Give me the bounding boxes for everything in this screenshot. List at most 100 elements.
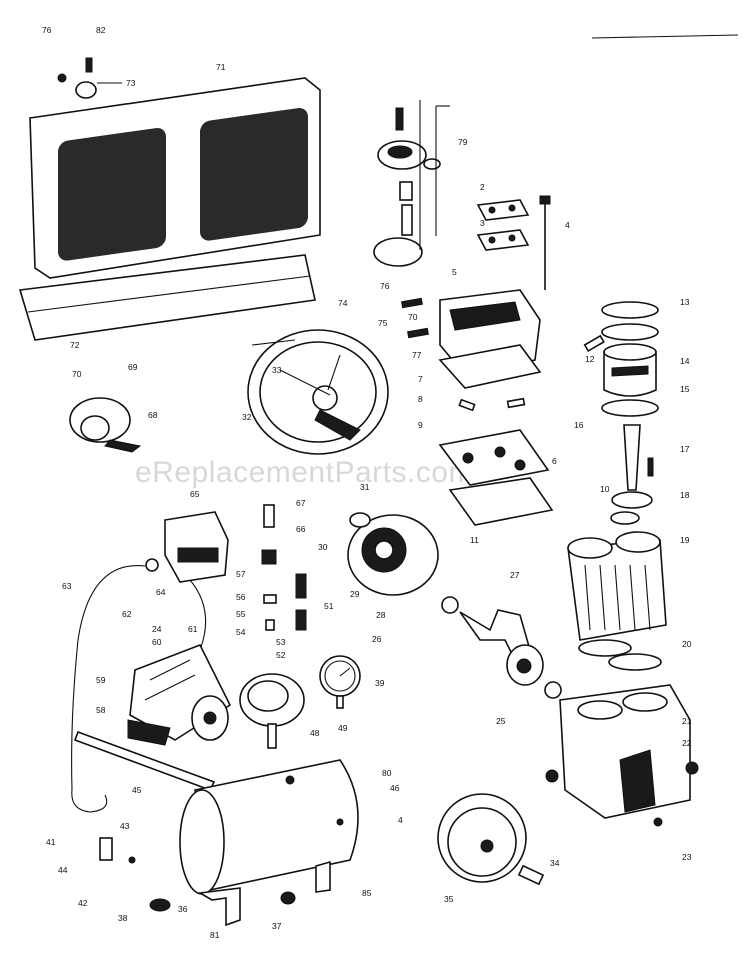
callout-label-13: 13 (680, 297, 690, 307)
crankcase (545, 684, 699, 827)
callout-label-19: 19 (680, 535, 690, 545)
callout-label-57: 57 (236, 569, 246, 579)
pressure-gauge (319, 655, 361, 709)
air-filter (239, 673, 305, 749)
belt-guard (29, 77, 321, 279)
callout-label-51: 51 (324, 601, 334, 611)
callout-label-56: 56 (236, 592, 246, 602)
callout-label-41: 41 (46, 837, 56, 847)
callout-label-67: 67 (296, 498, 306, 508)
callout-label-9: 9 (418, 420, 423, 430)
callout-label-58: 58 (96, 705, 106, 715)
callout-label-11: 11 (470, 535, 479, 545)
callout-label-49: 49 (338, 723, 348, 733)
callout-label-4a: 4 (565, 220, 570, 230)
tank-fittings (99, 837, 296, 912)
callout-label-63: 63 (62, 581, 72, 591)
callout-label-70: 70 (72, 369, 82, 379)
callout-label-3: 3 (480, 218, 485, 228)
callout-label-6: 6 (552, 456, 557, 466)
callout-label-20: 20 (682, 639, 692, 649)
callout-label-66: 66 (296, 524, 306, 534)
callout-label-4b: 4 (398, 815, 403, 825)
unloader-fittings (261, 504, 307, 631)
callout-label-18: 18 (680, 490, 690, 500)
piston (583, 334, 657, 397)
callout-label-69: 69 (128, 362, 138, 372)
guard-bracket (18, 254, 316, 341)
callout-label-39: 39 (375, 678, 385, 688)
callout-label-82a: 82 (96, 25, 106, 35)
valve-plate (438, 397, 554, 526)
callout-label-2: 2 (480, 182, 485, 192)
callout-label-25: 25 (496, 716, 506, 726)
callout-label-35: 35 (444, 894, 454, 904)
margin-line (591, 34, 739, 39)
piston-rings (601, 301, 659, 417)
callout-label-8: 8 (418, 394, 423, 404)
callout-label-54: 54 (236, 627, 246, 637)
callout-label-46: 46 (390, 783, 400, 793)
callout-label-22: 22 (682, 738, 692, 748)
callout-label-76a: 76 (42, 25, 52, 35)
head-bolt (539, 195, 551, 290)
callout-label-38: 38 (118, 913, 128, 923)
callout-label-14: 14 (680, 356, 690, 366)
valve-cover-assembly (373, 107, 441, 267)
callout-label-26: 26 (372, 634, 382, 644)
flywheel (247, 329, 389, 455)
callout-label-21: 21 (682, 716, 692, 726)
callout-label-68: 68 (148, 410, 158, 420)
callout-label-80: 80 (382, 768, 392, 778)
wheel (437, 793, 545, 886)
callout-label-44: 44 (58, 865, 68, 875)
callout-label-36: 36 (178, 904, 188, 914)
guard-bolts (57, 57, 122, 99)
cylinder-head (438, 289, 542, 389)
callout-label-65: 65 (190, 489, 200, 499)
callout-label-30: 30 (318, 542, 328, 552)
crankshaft (441, 596, 562, 699)
callout-label-79: 79 (458, 137, 468, 147)
callout-label-70b: 70 (408, 312, 418, 322)
callout-label-24: 24 (152, 624, 162, 634)
callout-label-75: 75 (378, 318, 388, 328)
callout-label-55: 55 (236, 609, 246, 619)
cylinder (567, 531, 667, 641)
bearing-plate (347, 512, 439, 596)
callout-label-71: 71 (216, 62, 226, 72)
callout-label-34: 34 (550, 858, 560, 868)
motor-pulley (69, 397, 142, 453)
callout-label-64: 64 (156, 587, 166, 597)
callout-label-16: 16 (574, 420, 584, 430)
callout-label-31: 31 (360, 482, 370, 492)
power-cord (71, 565, 146, 813)
callout-label-53: 53 (276, 637, 286, 647)
callout-label-61: 61 (188, 624, 198, 634)
callout-label-81: 81 (210, 930, 220, 940)
callout-label-62: 62 (122, 609, 132, 619)
connecting-rod (610, 424, 654, 525)
callout-label-15: 15 (680, 384, 690, 394)
watermark: eReplacementParts.com (135, 456, 474, 489)
callout-label-7: 7 (418, 374, 423, 384)
valve-gaskets (476, 199, 530, 251)
callout-label-85: 85 (362, 888, 372, 898)
callout-label-27: 27 (510, 570, 520, 580)
callout-label-17: 17 (680, 444, 690, 454)
callout-label-5: 5 (452, 267, 457, 277)
callout-label-29: 29 (350, 589, 360, 599)
callout-label-52: 52 (276, 650, 286, 660)
callout-label-77: 77 (412, 350, 422, 360)
callout-label-73: 73 (126, 78, 136, 88)
callout-label-28: 28 (376, 610, 386, 620)
callout-label-43: 43 (120, 821, 130, 831)
air-tank (179, 759, 359, 927)
callout-label-12: 12 (585, 354, 595, 364)
callout-label-32: 32 (242, 412, 252, 422)
callout-label-74: 74 (338, 298, 348, 308)
callout-label-45: 45 (132, 785, 142, 795)
